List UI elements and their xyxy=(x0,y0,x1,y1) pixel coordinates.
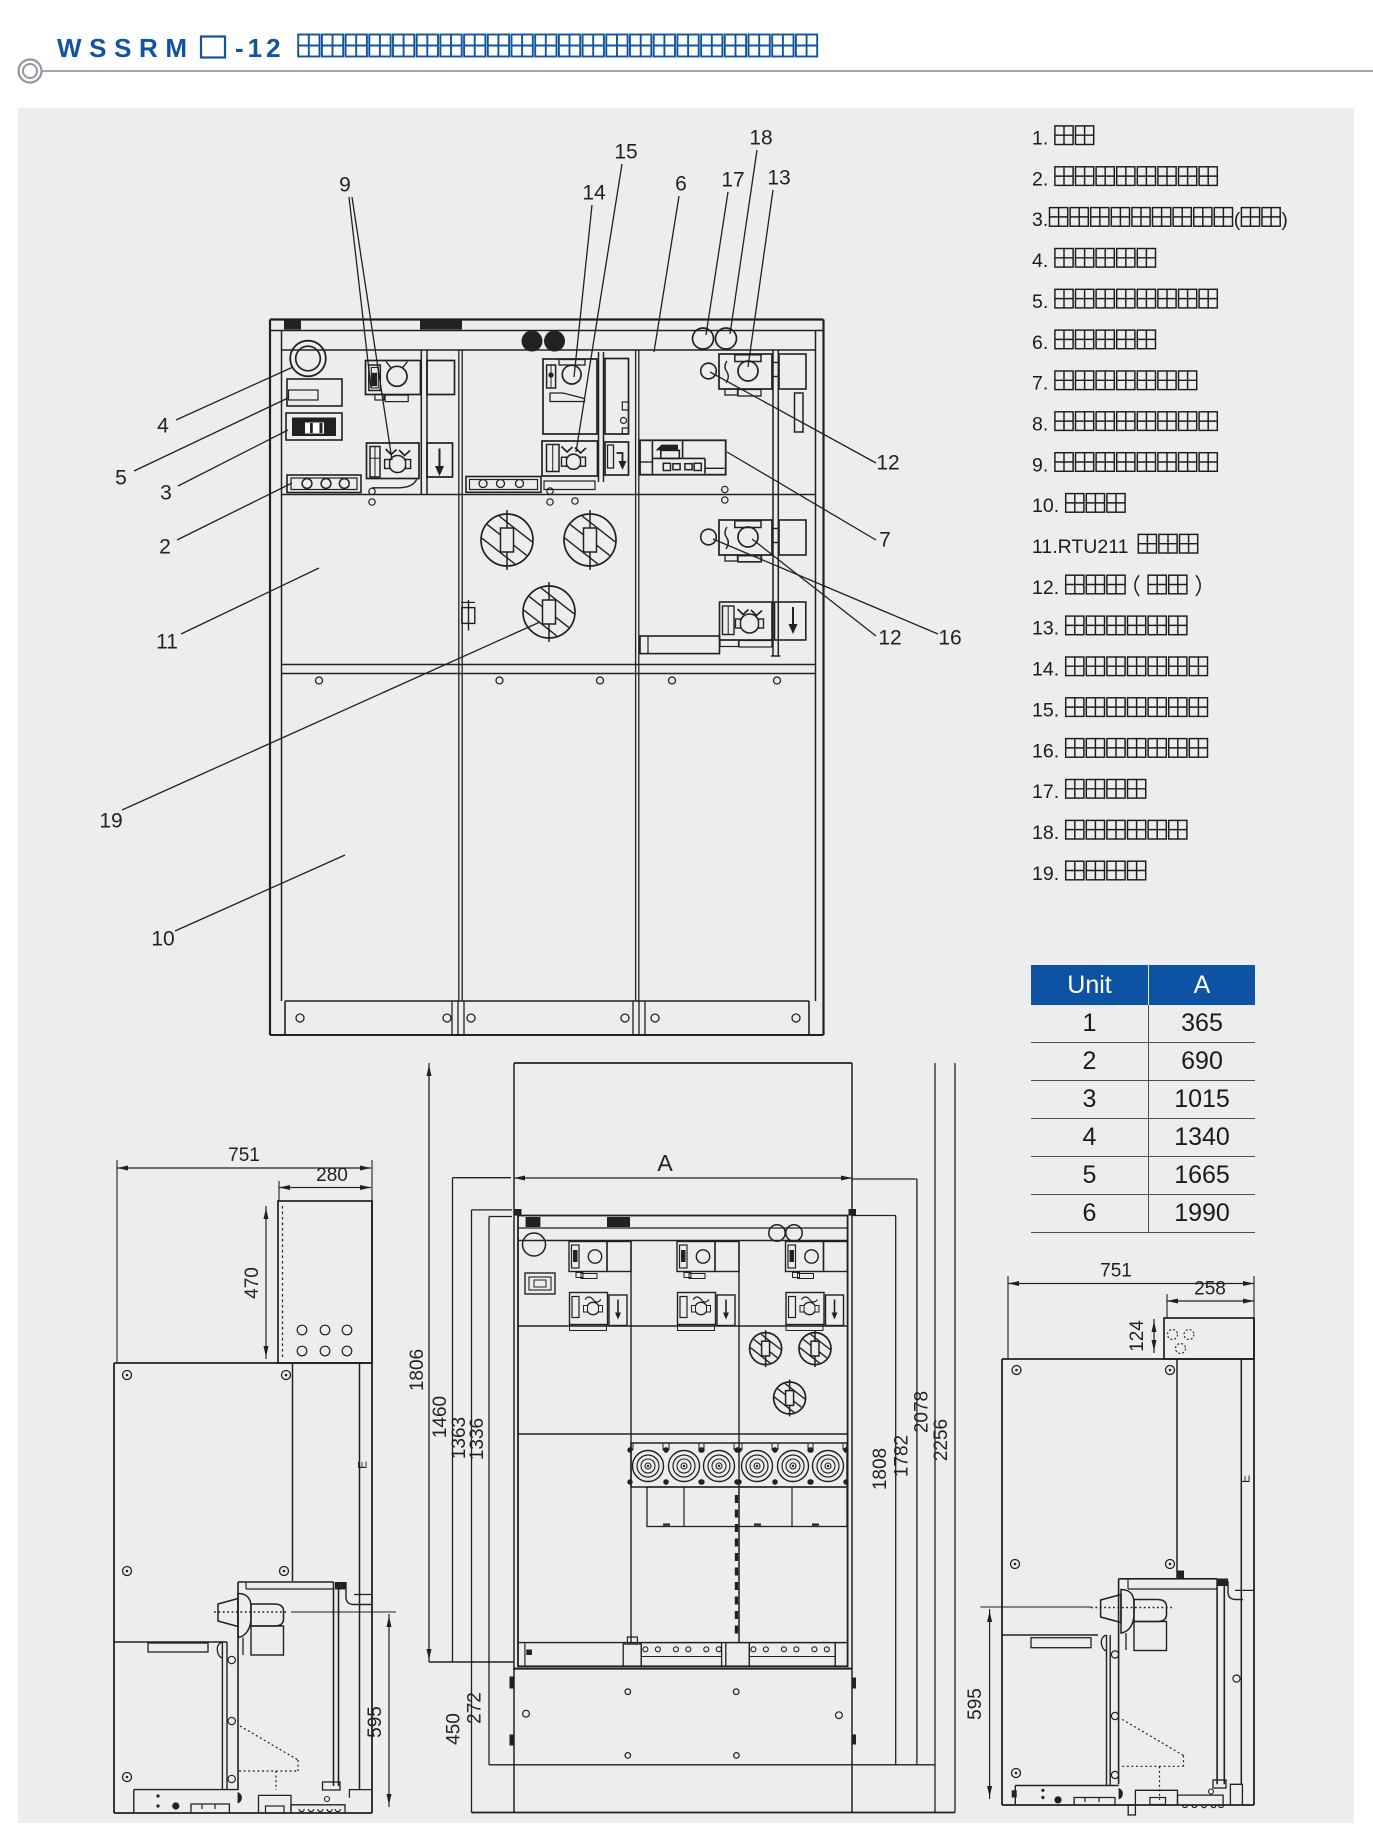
svg-text:17: 17 xyxy=(721,169,744,192)
svg-text:16.: 16. xyxy=(1032,740,1059,762)
svg-text:19: 19 xyxy=(99,810,122,833)
svg-text:2078: 2078 xyxy=(912,1391,933,1433)
svg-text:17.: 17. xyxy=(1032,781,1059,803)
svg-text:751: 751 xyxy=(228,1145,260,1166)
svg-text:470: 470 xyxy=(242,1267,263,1299)
svg-text:1806: 1806 xyxy=(407,1349,428,1391)
svg-text:2.: 2. xyxy=(1032,168,1048,190)
svg-text:10: 10 xyxy=(151,928,174,951)
svg-text:): ) xyxy=(1281,209,1288,231)
svg-text:A: A xyxy=(657,1150,673,1176)
svg-text:1808: 1808 xyxy=(870,1448,891,1490)
svg-text:595: 595 xyxy=(365,1706,386,1738)
svg-text:5: 5 xyxy=(115,467,127,490)
svg-text:1363: 1363 xyxy=(449,1417,470,1459)
svg-text:4.: 4. xyxy=(1032,250,1048,272)
svg-text:19.: 19. xyxy=(1032,863,1059,885)
svg-text:12: 12 xyxy=(876,452,899,475)
svg-text:5.: 5. xyxy=(1032,291,1048,313)
svg-text:3.: 3. xyxy=(1032,209,1048,231)
svg-text:3: 3 xyxy=(160,482,172,505)
svg-text:14.: 14. xyxy=(1032,659,1059,681)
svg-text:751: 751 xyxy=(1100,1261,1132,1282)
svg-text:9.: 9. xyxy=(1032,454,1048,476)
svg-text:450: 450 xyxy=(444,1713,465,1745)
svg-text:9: 9 xyxy=(339,174,351,197)
svg-text:2256: 2256 xyxy=(931,1419,952,1461)
svg-text:E: E xyxy=(1239,1475,1253,1483)
svg-text:258: 258 xyxy=(1194,1279,1226,1300)
svg-text:1.: 1. xyxy=(1032,128,1048,150)
svg-text:11: 11 xyxy=(156,631,178,654)
svg-text:13: 13 xyxy=(767,167,790,190)
svg-text:12.: 12. xyxy=(1032,577,1059,599)
svg-text:18: 18 xyxy=(749,127,772,150)
svg-text:WSSRM: WSSRM xyxy=(57,33,195,63)
svg-text:6.: 6. xyxy=(1032,332,1048,354)
svg-text:595: 595 xyxy=(965,1688,986,1720)
svg-text:16: 16 xyxy=(938,627,961,650)
svg-text:4: 4 xyxy=(157,415,169,438)
svg-text:6: 6 xyxy=(675,173,687,196)
svg-text:18.: 18. xyxy=(1032,822,1059,844)
svg-text:280: 280 xyxy=(316,1165,348,1186)
svg-text:13.: 13. xyxy=(1032,618,1059,640)
svg-text:1460: 1460 xyxy=(430,1396,451,1438)
svg-text:-12: -12 xyxy=(235,33,285,63)
svg-text:7.: 7. xyxy=(1032,373,1048,395)
svg-text:8.: 8. xyxy=(1032,413,1048,435)
svg-text:7: 7 xyxy=(879,529,891,552)
svg-text:12: 12 xyxy=(878,627,901,650)
svg-text:1782: 1782 xyxy=(892,1435,913,1477)
svg-text:11.RTU211: 11.RTU211 xyxy=(1032,536,1128,558)
svg-text:1336: 1336 xyxy=(467,1418,488,1460)
svg-text:124: 124 xyxy=(1127,1320,1148,1352)
svg-text:15.: 15. xyxy=(1032,699,1059,721)
svg-text:(: ( xyxy=(1234,209,1241,231)
svg-text:E: E xyxy=(356,1461,370,1469)
svg-text:15: 15 xyxy=(614,141,637,164)
svg-text:2: 2 xyxy=(159,536,171,559)
svg-text:14: 14 xyxy=(582,182,606,205)
svg-text:272: 272 xyxy=(465,1692,486,1724)
svg-text:10.: 10. xyxy=(1032,495,1059,517)
